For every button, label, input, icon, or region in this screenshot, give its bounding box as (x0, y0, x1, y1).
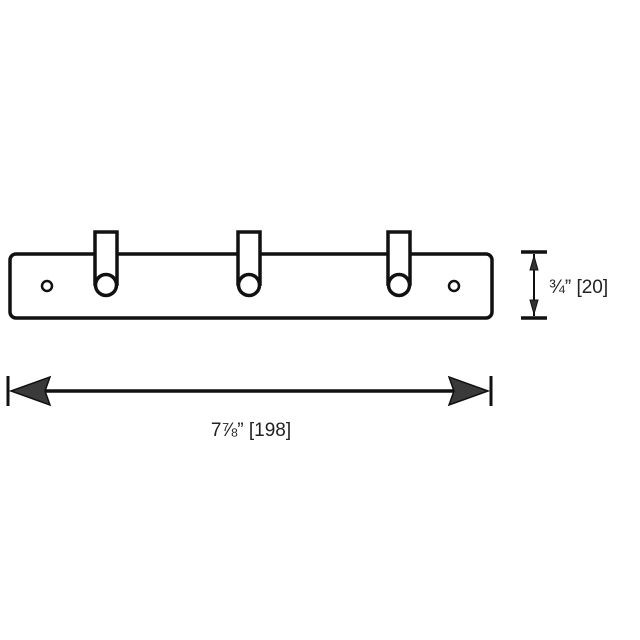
mounting-hole-left (40, 279, 54, 293)
mounting-hole-right (447, 279, 461, 293)
height-dimension (521, 250, 547, 320)
hook-3 (386, 230, 412, 298)
hook-2 (236, 230, 262, 298)
width-dimension (6, 375, 493, 407)
height-label: ¾” [20] (549, 277, 608, 298)
width-label: 7⅞” [198] (211, 420, 291, 441)
hook-1 (93, 230, 119, 298)
